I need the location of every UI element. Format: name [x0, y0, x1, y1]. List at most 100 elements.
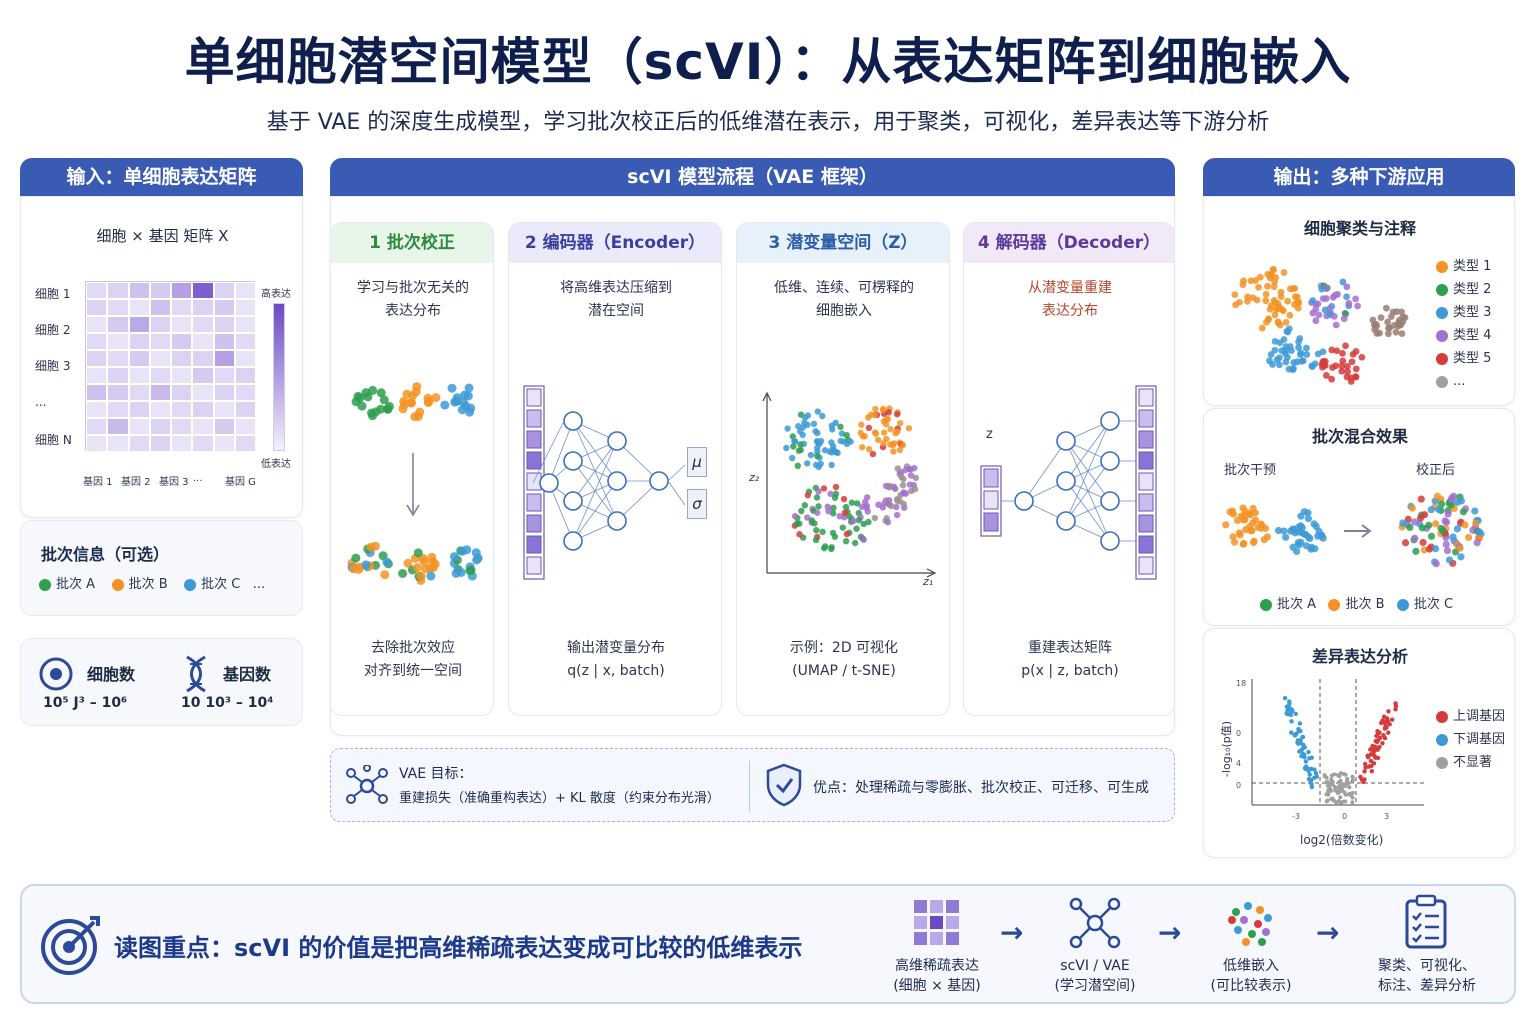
volcano-down-point — [1300, 734, 1305, 740]
type-5-cell — [1343, 363, 1351, 370]
type-1-cell — [1284, 297, 1292, 305]
flow-step-1-line2: (细胞 × 基因) — [893, 978, 981, 994]
latent-cell — [893, 511, 901, 519]
cell-type-dot — [1436, 260, 1448, 273]
latent-cell — [905, 425, 913, 432]
latent-cell — [900, 489, 908, 496]
latent-cell — [828, 461, 835, 469]
heatmap-cell — [171, 316, 193, 333]
cell-type-label: 类型 5 — [1453, 351, 1492, 366]
network-edge — [572, 440, 618, 542]
heatmap-cell — [192, 333, 214, 350]
latent-cell — [843, 431, 850, 439]
latent-cell — [813, 494, 821, 501]
network-node — [539, 473, 559, 493]
heatmap-cell — [107, 418, 129, 435]
aligned-cell — [472, 555, 482, 565]
volcano-up-point — [1362, 761, 1368, 767]
type-4-cell — [1312, 305, 1320, 313]
after-mixed-cell — [1475, 528, 1484, 536]
latent-cell — [837, 423, 844, 431]
step-1-desc-line1: 学习与批次无关的 — [357, 280, 469, 296]
network-edge — [1023, 440, 1067, 502]
volcano-down-point — [1295, 738, 1301, 743]
latent-cell — [829, 426, 836, 433]
after-mixed-cell — [1412, 547, 1420, 555]
before-batch-b-cell — [1249, 538, 1258, 547]
type-4-cell — [1312, 317, 1320, 325]
volcano-up-point — [1386, 709, 1391, 714]
before-batch-b-cell — [1246, 523, 1254, 531]
matrix-row-label: 细胞 3 — [35, 359, 71, 373]
latent-cell — [892, 485, 899, 492]
output-header: 输出：多种下游应用 — [1203, 158, 1515, 196]
after-mixed-cell — [1411, 518, 1419, 526]
cells-count-label: 细胞数 — [87, 665, 136, 684]
type-1-cell — [1293, 293, 1301, 301]
heatmap-cell — [192, 350, 214, 367]
type-3-cell — [1296, 335, 1304, 342]
after-mixed-cell — [1461, 521, 1469, 529]
latent-cell — [814, 408, 821, 415]
type-1-cell — [1274, 318, 1282, 326]
expression-bar-cell — [526, 535, 542, 554]
latent-cell — [842, 503, 850, 511]
aligned-cell — [428, 562, 438, 572]
network-edge — [667, 480, 686, 506]
flow-arrow-2: → — [1158, 916, 1182, 949]
after-mixed-cell — [1399, 519, 1407, 527]
heatmap-cell — [234, 282, 256, 299]
latent-cell — [842, 538, 850, 545]
cell-type-legend-item: ... — [1436, 370, 1491, 393]
clipboard-checklist-icon — [1405, 894, 1447, 949]
latent-cell — [907, 466, 915, 473]
volcano-ns-point — [1334, 800, 1339, 805]
volcano-down-point — [1297, 749, 1302, 754]
step-1-title: 1 批次校正 — [331, 223, 493, 263]
volcano-down-point — [1301, 745, 1306, 750]
volcano-ns-point — [1330, 779, 1335, 784]
latent-cell — [855, 516, 862, 524]
volcano-down-point — [1289, 719, 1294, 724]
after-mixed-cell — [1459, 508, 1467, 516]
volcano-ns-point — [1350, 800, 1355, 805]
step-2-desc-line2: 潜在空间 — [588, 303, 644, 319]
batch-b-cell — [415, 407, 425, 417]
step-4-desc-line1: 从潜变量重建 — [1028, 280, 1112, 296]
volcano-down-point — [1293, 711, 1298, 717]
after-mixed-cell — [1418, 524, 1426, 532]
heatmap-cell — [149, 299, 171, 316]
flow-arrow-3: → — [1316, 916, 1340, 949]
before-batch-b-cell — [1263, 533, 1272, 541]
step-4-desc-line2: 表达分布 — [1042, 303, 1098, 319]
latent-cell — [796, 428, 804, 435]
latent-cell — [848, 499, 856, 506]
network-node — [1100, 411, 1120, 431]
latent-x-arrow — [926, 568, 937, 578]
before-batch-b-cell — [1249, 504, 1257, 513]
batch-b-cell — [431, 393, 441, 403]
latent-cell — [814, 509, 821, 516]
heatmap-cell — [128, 401, 150, 418]
latent-cell — [890, 448, 897, 455]
latent-cell — [885, 409, 892, 416]
before-batch-c-cell — [1280, 527, 1288, 535]
batch-b-cell — [399, 400, 409, 410]
latent-cell — [801, 502, 809, 509]
latent-cell — [869, 450, 877, 458]
volcano-x-tick: 3 — [1384, 812, 1389, 821]
type-4-cell — [1332, 321, 1340, 329]
type-1-cell — [1262, 297, 1270, 305]
batch-info-title: 批次信息（可选） — [41, 545, 170, 564]
decoder-network-diagram — [980, 385, 1157, 580]
volcano-ns-point — [1326, 789, 1331, 794]
latent-cell — [820, 485, 828, 492]
batch-mixing-plot — [1222, 492, 1485, 568]
volcano-up-point — [1383, 724, 1388, 729]
volcano-ns-point — [1346, 781, 1351, 786]
volcano-down-point — [1312, 767, 1317, 772]
step-3-desc: 低维、连续、可楞释的细胞嵌入 — [737, 277, 951, 323]
mix-batch-legend: 批次 A 批次 B 批次 C — [1260, 593, 1453, 616]
cell-type-legend-item: 类型 1 — [1436, 255, 1491, 278]
volcano-down-point — [1296, 728, 1302, 734]
